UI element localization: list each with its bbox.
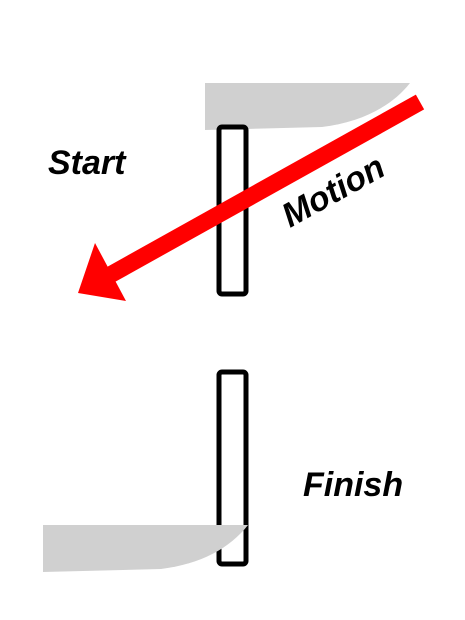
motion-arrow: Motion	[78, 94, 425, 301]
finish-state: Finish	[43, 369, 403, 572]
motion-label: Motion	[275, 148, 391, 235]
finish-label: Finish	[303, 466, 403, 504]
arrow-head	[78, 243, 126, 301]
finish-bar	[216, 369, 249, 567]
start-state: Start	[48, 83, 410, 297]
finish-blade	[43, 525, 248, 572]
arrow-shaft	[105, 94, 425, 283]
start-label: Start	[48, 144, 127, 182]
start-blade	[205, 83, 410, 130]
